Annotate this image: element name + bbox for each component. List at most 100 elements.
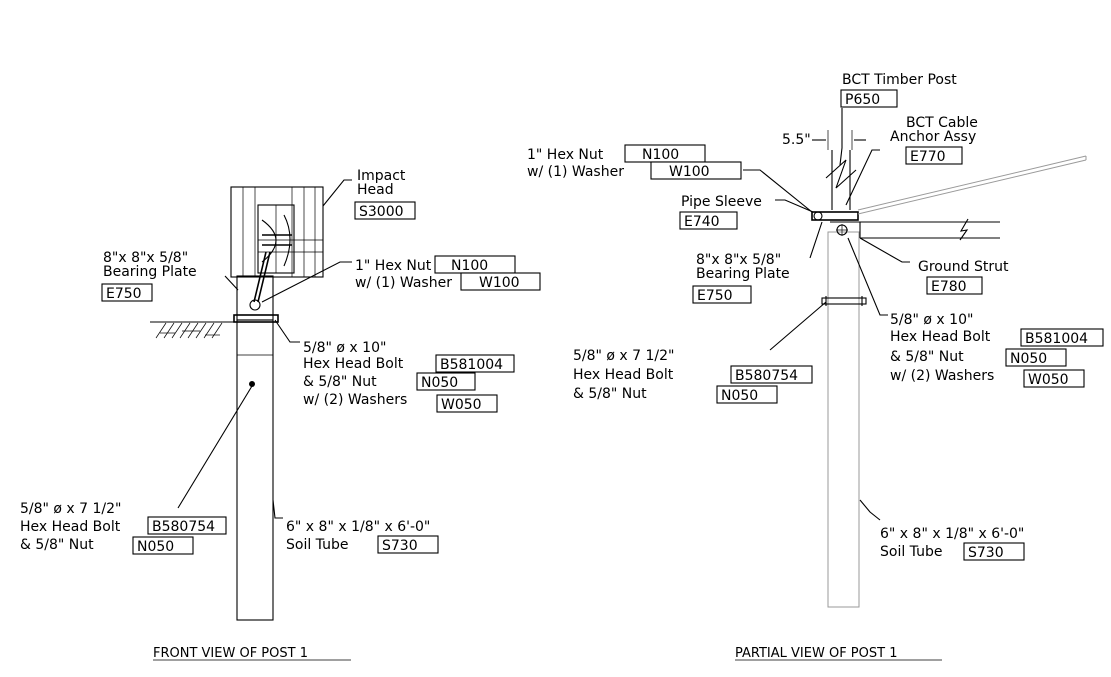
- front-bearing-plate-code-box: [101, 283, 153, 302]
- front-bolt-7-label-3: & 5/8" Nut: [20, 537, 94, 553]
- partial-cable-anchor-label-1: BCT Cable: [906, 115, 978, 131]
- front-bolt-7-code3-box: [132, 536, 194, 555]
- partial-hex-nut-label-1: 1" Hex Nut: [527, 147, 604, 163]
- partial-bolt-10-code4-box: [1023, 369, 1085, 388]
- partial-bolt-10-code-3: N050: [1010, 351, 1047, 367]
- front-bearing-plate-label-2: Bearing Plate: [103, 264, 197, 280]
- front-bolt-7-code-2: B580754: [152, 519, 215, 535]
- partial-bearing-plate-leader: [809, 221, 823, 259]
- partial-cable-line-2: [857, 155, 1087, 211]
- partial-dimension-text: 5.5": [782, 132, 811, 148]
- front-bolt-7-label-1: 5/8" ø x 7 1/2": [20, 501, 122, 517]
- partial-hex-nut-label-2: w/ (1) Washer: [527, 164, 624, 180]
- front-impact-head-label-1: Impact: [357, 168, 406, 184]
- partial-bolt-10-label-2: Hex Head Bolt: [890, 329, 991, 345]
- partial-bolt-7-code-3: N050: [721, 388, 758, 404]
- front-hex-nut-code-2: W100: [479, 275, 520, 291]
- front-bolt-10-code4-box: [436, 394, 498, 413]
- partial-cable-line-1: [857, 159, 1087, 215]
- partial-bolt-10-code2-box: [1020, 328, 1104, 347]
- partial-pipe-sleeve-shape: [813, 211, 823, 221]
- partial-cable-anchor-code: E770: [910, 149, 946, 165]
- front-bolt-10-code-2: B581004: [440, 357, 503, 373]
- front-soil-tube-label-1: 6" x 8" x 1/8" x 6'-0": [286, 519, 430, 535]
- front-bolt-10-leader: [274, 319, 300, 343]
- partial-cable-anchor-leader: [845, 149, 880, 206]
- partial-cable-anchor-label-2: Anchor Assy: [890, 129, 976, 145]
- front-bearing-plate-shape: [233, 314, 279, 323]
- front-hex-nut-label-1: 1" Hex Nut: [355, 258, 432, 274]
- front-bolt-7-leader: [177, 385, 253, 509]
- partial-bearing-plate-label-1: 8"x 8"x 5/8": [696, 252, 781, 268]
- front-bolt-10-code-4: W050: [441, 397, 482, 413]
- partial-bolt-10-label-3: & 5/8" Nut: [890, 349, 964, 365]
- partial-timber-post-leader: [839, 108, 843, 166]
- front-bolt-10-code-3: N050: [421, 375, 458, 391]
- front-bolt-7-code2-box: [147, 516, 227, 535]
- partial-pipe-sleeve-label: Pipe Sleeve: [681, 194, 762, 210]
- front-hex-nut-code-1: N100: [451, 258, 488, 274]
- partial-ground-strut-code: E780: [931, 279, 967, 295]
- partial-ground-strut-leader: [859, 237, 910, 263]
- front-soil-tube-code-box: [377, 535, 439, 554]
- front-hex-nut-code2-box: [460, 272, 541, 291]
- partial-bolt-7-code-2: B580754: [735, 368, 798, 384]
- front-bolt-7-code-3: N050: [137, 539, 174, 555]
- front-hex-nut-label-2: w/ (1) Washer: [355, 275, 452, 291]
- partial-ground-strut-break: [959, 218, 969, 241]
- partial-soil-tube-shape: [827, 231, 860, 608]
- front-bolt-10-code3-box: [416, 372, 476, 391]
- partial-pipe-sleeve-leader: [775, 199, 814, 213]
- partial-cable-anchor-code-box: [905, 146, 963, 165]
- partial-bolt-7-label-3: & 5/8" Nut: [573, 386, 647, 402]
- partial-view: 5.5" BCT Timber Post P650 BCT Cable Anch…: [527, 72, 1104, 661]
- front-bearing-plate-label-1: 8"x 8"x 5/8": [103, 250, 188, 266]
- partial-bearing-plate-code: E750: [697, 288, 733, 304]
- partial-bolt-7-label-2: Hex Head Bolt: [573, 367, 674, 383]
- partial-timber-post-code-box: [840, 89, 898, 108]
- front-impact-head-code: S3000: [359, 204, 404, 220]
- partial-soil-tube-code: S730: [968, 545, 1004, 561]
- partial-bolt-7-shape: [821, 297, 867, 305]
- front-impact-head-leader: [322, 179, 352, 207]
- front-soil-tube-code: S730: [382, 538, 418, 554]
- partial-soil-tube-code-box: [963, 542, 1025, 561]
- partial-bolt-7-leader: [769, 301, 827, 351]
- front-impact-head-code-box: [354, 201, 416, 220]
- front-bolt-10-label-4: w/ (2) Washers: [303, 392, 407, 408]
- partial-hex-nut-code2-box: [650, 161, 742, 180]
- partial-bolt-7-code2-box: [730, 365, 813, 384]
- front-soil-tube-leader: [272, 499, 283, 519]
- partial-hex-nut-code-1: N100: [642, 147, 679, 163]
- partial-bearing-plate-label-2: Bearing Plate: [696, 266, 790, 282]
- front-bolt-10-label-1: 5/8" ø x 10": [303, 340, 386, 356]
- partial-bearing-plate-code-box: [692, 285, 752, 304]
- front-bolt-7-label-2: Hex Head Bolt: [20, 519, 121, 535]
- partial-bolt-10-code-4: W050: [1028, 372, 1069, 388]
- front-bolt-10-code2-box: [435, 354, 515, 373]
- partial-bolt-10-label-4: w/ (2) Washers: [890, 368, 994, 384]
- partial-bearing-plate-shape: [811, 211, 859, 221]
- partial-bolt-7-label-1: 5/8" ø x 7 1/2": [573, 348, 675, 364]
- partial-hex-nut-leader: [743, 169, 813, 213]
- front-impact-head-shape: [230, 186, 324, 311]
- partial-bolt-10-label-1: 5/8" ø x 10": [890, 312, 973, 328]
- partial-soil-tube-label-1: 6" x 8" x 1/8" x 6'-0": [880, 526, 1024, 542]
- partial-bolt-10-code-2: B581004: [1025, 331, 1088, 347]
- front-bolt-7-dot: [249, 381, 255, 387]
- partial-bolt-10-code3-box: [1005, 348, 1067, 367]
- front-bolt-10-label-3: & 5/8" Nut: [303, 374, 377, 390]
- partial-soil-tube-label-2: Soil Tube: [880, 544, 942, 560]
- front-soil-tube-label-2: Soil Tube: [286, 537, 348, 553]
- partial-ground-strut-code-box: [926, 276, 983, 295]
- front-view-title: FRONT VIEW OF POST 1: [153, 646, 308, 661]
- front-impact-head-label-2: Head: [357, 182, 394, 198]
- partial-soil-tube-leader: [859, 499, 881, 521]
- front-bearing-plate-code: E750: [106, 286, 142, 302]
- front-hex-nut-leader: [261, 261, 352, 303]
- front-ground-hatch: [155, 322, 223, 339]
- front-soil-tube-shape: [236, 319, 274, 621]
- partial-timber-post-label: BCT Timber Post: [842, 72, 957, 88]
- partial-timber-post-break: [825, 159, 857, 189]
